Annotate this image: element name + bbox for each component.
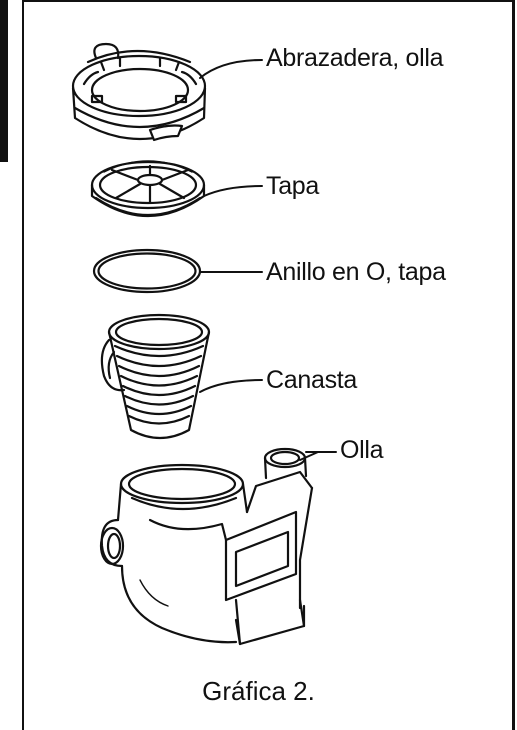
part-label-o-ring: Anillo en O, tapa (266, 258, 446, 286)
figure-frame (22, 0, 515, 730)
o-ring-illustration (92, 248, 202, 294)
part-label-clamp: Abrazadera, olla (266, 44, 444, 72)
part-label-pot: Olla (340, 436, 384, 464)
leader-clamp (199, 59, 263, 79)
leader-lid (203, 185, 263, 197)
leader-pot (299, 451, 337, 461)
part-label-lid: Tapa (266, 172, 320, 200)
clamp-illustration (71, 42, 207, 142)
left-margin-bar (0, 0, 8, 162)
lid-illustration (90, 160, 206, 218)
leader-basket (199, 379, 263, 393)
leader-lines (199, 59, 337, 461)
figure-caption: Gráfica 2. (202, 676, 315, 706)
part-label-basket: Canasta (266, 366, 358, 394)
pot-illustration (99, 447, 314, 646)
basket-illustration (100, 313, 211, 440)
